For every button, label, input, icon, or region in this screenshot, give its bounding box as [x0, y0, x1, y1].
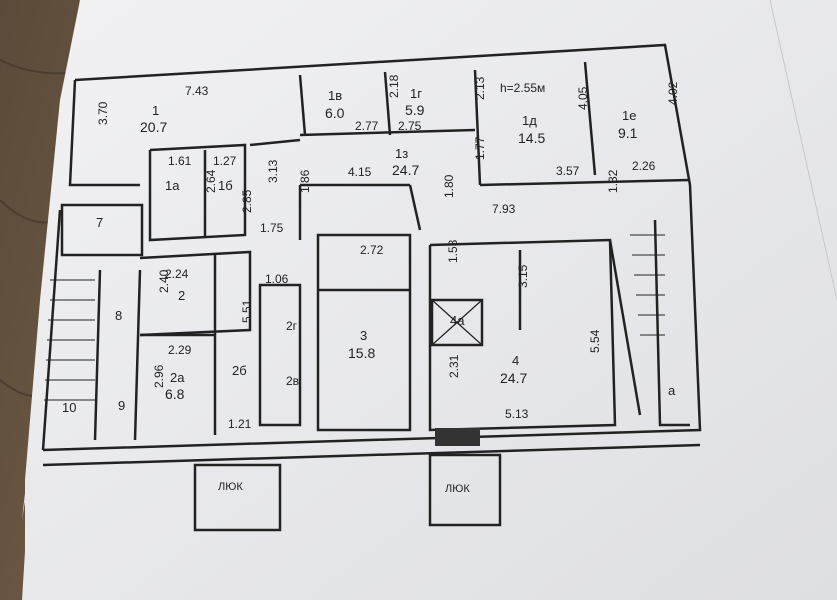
- room-1e-number: 1е: [622, 108, 636, 123]
- dim-1-86: 1.86: [298, 169, 312, 193]
- dim-7-93: 7.93: [492, 202, 516, 216]
- dim-2-18: 2.18: [387, 74, 401, 98]
- dim-1-27: 1.27: [213, 154, 237, 168]
- room-1a-number: 1а: [165, 178, 180, 193]
- walls: [41, 43, 702, 532]
- room-1e-area: 9.1: [618, 125, 638, 141]
- room-2v-number: 2в: [286, 374, 299, 388]
- dim-1-53: 1.53: [446, 239, 460, 263]
- room-1-area: 20.7: [140, 119, 167, 135]
- room-3-number: 3: [360, 328, 367, 343]
- dim-2-85: 2.85: [240, 189, 254, 213]
- room-4-area: 24.7: [500, 370, 527, 386]
- dim-3-13: 3.13: [266, 159, 280, 183]
- dim-4-02: 4.02: [666, 81, 680, 105]
- hatched-wall: [435, 428, 480, 446]
- room-1v-number: 1в: [328, 88, 342, 103]
- room-1b-number: 1б: [218, 178, 233, 193]
- room-7-number: 7: [96, 215, 103, 230]
- stairs: [44, 234, 665, 401]
- hatch-right-label: ЛЮК: [445, 483, 470, 495]
- room-8-number: 8: [115, 308, 122, 323]
- dim-7-43: 7.43: [185, 84, 209, 98]
- dim-1-61: 1.61: [168, 154, 192, 168]
- dim-5-51: 5.51: [240, 299, 254, 323]
- dim-3-57: 3.57: [556, 164, 580, 178]
- room-1v-area: 6.0: [325, 105, 345, 121]
- room-2a-number: 2а: [170, 370, 185, 385]
- room-1d-number: 1д: [522, 113, 537, 128]
- dim-2-13: 2.13: [473, 76, 487, 100]
- dim-4-15: 4.15: [348, 165, 372, 179]
- room-2a-area: 6.8: [165, 386, 185, 402]
- dim-1-75: 1.75: [260, 221, 284, 235]
- height-note: h=2.55м: [500, 81, 545, 95]
- dim-2-75: 2.75: [398, 119, 422, 133]
- dim-2-31: 2.31: [447, 354, 461, 378]
- dim-2-40: 2.40: [157, 269, 171, 293]
- dim-4-05: 4.05: [576, 86, 590, 110]
- dim-2-29: 2.29: [168, 343, 192, 357]
- room-4a-number: 4а: [450, 313, 465, 328]
- dim-1-80: 1.80: [442, 174, 456, 198]
- dim-5-13: 5.13: [505, 407, 529, 421]
- dim-2-64: 2.64: [204, 169, 218, 193]
- room-9-number: 9: [118, 398, 125, 413]
- dim-1-21: 1.21: [228, 417, 252, 431]
- dim-1-06: 1.06: [265, 272, 289, 286]
- hatch-left-label: ЛЮК: [218, 481, 243, 493]
- room-2-number: 2: [178, 288, 185, 303]
- room-4-number: 4: [512, 353, 519, 368]
- room-1z-area: 24.7: [392, 162, 419, 178]
- room-1g-area: 5.9: [405, 102, 425, 118]
- room-1g-number: 1г: [410, 86, 422, 101]
- dim-2-72: 2.72: [360, 243, 384, 257]
- dim-2-77: 2.77: [355, 119, 379, 133]
- room-3-area: 15.8: [348, 345, 375, 361]
- room-1-number: 1: [152, 103, 159, 118]
- dim-5-54: 5.54: [588, 329, 602, 353]
- shaft-4a: [431, 299, 483, 346]
- dim-2-26: 2.26: [632, 159, 656, 173]
- room-1d-area: 14.5: [518, 130, 545, 146]
- dim-1-32: 1.32: [606, 169, 620, 193]
- dim-1-77: 1.77: [473, 136, 487, 160]
- room-a-number: а: [668, 383, 676, 398]
- room-1z-number: 1з: [395, 146, 408, 161]
- room-10-number: 10: [62, 400, 76, 415]
- room-2b-number: 2б: [232, 363, 247, 378]
- room-2g-number: 2г: [286, 319, 298, 333]
- dim-2-96: 2.96: [152, 364, 166, 388]
- dim-3-70: 3.70: [96, 101, 110, 125]
- dim-2-24: 2.24: [165, 267, 189, 281]
- dim-3-15: 3.15: [516, 264, 530, 288]
